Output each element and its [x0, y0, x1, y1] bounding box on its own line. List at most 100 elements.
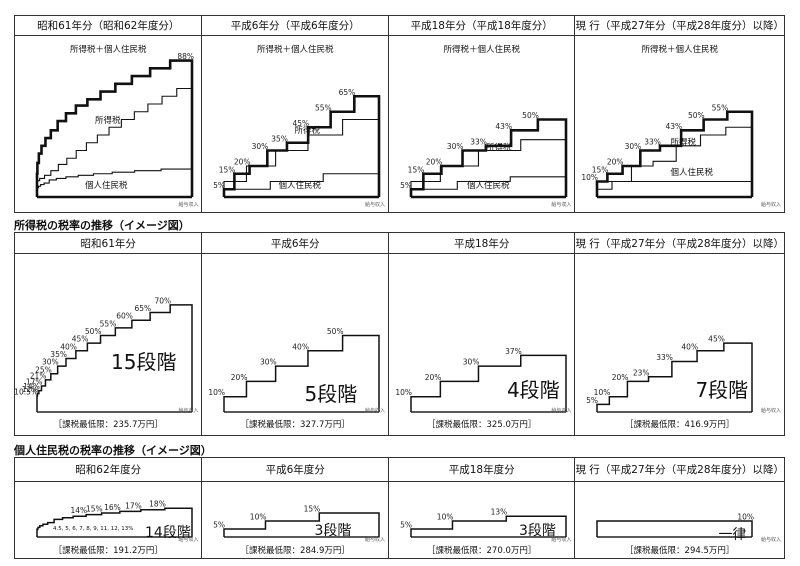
- panel: 現 行（平成27年分（平成28年度分）以降）10%15%20%30%33%43%…: [574, 16, 784, 212]
- tax-threshold: ［課税最低限：235.7万円］: [53, 420, 163, 430]
- rate-label: 45%: [72, 335, 89, 344]
- rate-label: 30%: [625, 142, 642, 151]
- axis-label: 給与収入: [364, 408, 385, 414]
- rate-label: 88%: [177, 52, 194, 61]
- panel-body: 10%20%30%40%50%5段階［課税最低限：327.7万円］給与収入: [202, 254, 387, 435]
- bracket-count: 一律: [718, 527, 747, 543]
- rate-label: 5%: [214, 521, 226, 530]
- panel-body: 88%所得税＋個人住民税所得税個人住民税給与収入: [15, 36, 201, 212]
- rate-label: 17%: [125, 501, 142, 510]
- rate-step-line: [36, 304, 193, 412]
- rate-label: 30%: [463, 358, 480, 367]
- rate-label: 5%: [587, 396, 599, 405]
- rate-label: 40%: [293, 342, 310, 351]
- income-tax-label: 所得税: [294, 126, 320, 136]
- panel-body: 10.5%12%14%17%21%25%30%35%40%45%50%55%60…: [15, 254, 201, 435]
- panel-header: 平成6年分（平成6年度分）: [202, 16, 388, 36]
- bracket-count: 5段階: [304, 382, 358, 406]
- panel-table-0: 昭和61年分（昭和62年度分） 88% 所得税＋個人住民税所得税個人住民税給与収入 平…: [14, 15, 785, 213]
- tax-threshold: ［課税最低限：191.2万円］: [53, 546, 163, 556]
- income-tax-label: 所得税: [670, 138, 696, 148]
- rate-label: 50%: [85, 327, 102, 336]
- rate-step-line: [223, 173, 381, 197]
- panel-body: 14%15%16%17%18%14段階［課税最低限：191.2万円］4.5, 5…: [15, 482, 201, 558]
- rate-label: 15%: [408, 165, 425, 174]
- panel-header: 現 行（平成27年分（平成28年度分）以降）: [575, 16, 784, 36]
- panel-body: 5%10%15%3段階［課税最低限：284.9万円］給与収入: [202, 482, 387, 558]
- step-chart: 10%20%30%37%: [395, 347, 567, 413]
- axis-label: 給与収入: [178, 537, 199, 543]
- rate-label: 45%: [709, 335, 726, 344]
- rate-label: 33%: [645, 137, 662, 146]
- rate-step-line: [596, 342, 754, 412]
- bracket-count: 14段階: [145, 525, 191, 541]
- panel: 平成18年分（平成18年度分）5%15%20%30%33%43%50%所得税＋個…: [387, 16, 575, 212]
- axis-label: 給与収入: [364, 537, 385, 543]
- rate-label: 17%: [26, 377, 43, 386]
- rate-label: 14%: [23, 382, 40, 391]
- rate-label: 5%: [400, 521, 412, 530]
- rate-step-line: [410, 515, 567, 537]
- rate-label: 25%: [35, 365, 52, 374]
- rate-label: 10.5%: [15, 387, 38, 396]
- step-chart: 10%20%30%40%50%: [209, 327, 381, 413]
- panel-header: 昭和61年分（昭和62年度分）: [15, 16, 202, 36]
- panel-body: 10%20%30%37%4段階［課税最低限：325.0万円］給与収入: [389, 254, 574, 435]
- panel-body: 10%一律［課税最低限：294.5万円］給与収入: [575, 482, 784, 558]
- panel-header: 昭和62年度分: [15, 458, 202, 482]
- panel: 昭和61年分（昭和62年度分）88%所得税＋個人住民税所得税個人住民税給与収入: [15, 16, 202, 212]
- panel-header: 平成18年分（平成18年度分）: [388, 16, 575, 36]
- tax-threshold: ［課税最低限：284.9万円］: [240, 546, 350, 556]
- rate-label: 20%: [612, 373, 629, 382]
- rate-label: 18%: [149, 500, 166, 509]
- rate-label: 10%: [437, 513, 454, 522]
- resident-tax-label: 個人住民税: [278, 181, 321, 191]
- rate-step-line: [410, 354, 567, 412]
- bracket-count: 7段階: [695, 378, 749, 402]
- rate-step-line: [36, 87, 193, 197]
- rate-label: 50%: [688, 111, 705, 120]
- section-title: 所得税の税率の推移（イメージ図）: [14, 219, 190, 232]
- step-chart: 5%10%13%: [400, 508, 567, 538]
- step-chart: 5%15%20%30%33%43%50%: [400, 111, 568, 199]
- panel-header: 昭和61年分: [15, 233, 202, 254]
- rate-step-line: [410, 176, 567, 197]
- step-chart: 5%10%20%23%33%40%45%: [587, 335, 754, 413]
- axis-label: 給与収入: [178, 202, 199, 208]
- rate-label: 65%: [339, 88, 356, 97]
- rate-label: 10%: [250, 513, 267, 522]
- bracket-count: 3段階: [518, 523, 556, 539]
- rate-label: 15%: [86, 505, 103, 514]
- rate-label: 12%: [22, 385, 39, 394]
- panel-header: 平成6年度分: [202, 458, 388, 482]
- rate-label: 21%: [30, 371, 47, 380]
- resident-tax-label: 個人住民税: [466, 181, 510, 191]
- axis-label: 給与収入: [760, 202, 781, 208]
- rate-label: 20%: [425, 373, 442, 382]
- rate-step-line: [36, 168, 193, 197]
- rate-label: 10%: [594, 388, 611, 397]
- income-tax-label: 所得税: [485, 143, 512, 153]
- rate-label: 55%: [315, 103, 332, 112]
- panel-header: 現 行（平成27年分（平成28年度分）以降）: [575, 458, 784, 482]
- panel-header: 平成18年度分: [388, 458, 575, 482]
- step-chart: 10%15%20%30%33%43%50%55%: [582, 103, 754, 199]
- section-title: 個人住民税の税率の推移（イメージ図）: [14, 444, 212, 457]
- resident-tax-label: 個人住民税: [670, 168, 713, 178]
- rate-label: 10%: [395, 388, 412, 397]
- axis-label: 給与収入: [551, 408, 572, 414]
- rate-label: 43%: [666, 122, 683, 131]
- rate-label: 55%: [100, 319, 117, 328]
- tax-threshold: ［課税最低限：416.9万円］: [625, 420, 735, 430]
- rate-label: 33%: [470, 137, 487, 146]
- rate-label: 50%: [522, 111, 539, 120]
- chart-subtitle: 所得税＋個人住民税: [69, 45, 147, 55]
- rate-step-line: [223, 94, 381, 197]
- rate-step-line: [596, 520, 754, 537]
- rate-label: 20%: [234, 158, 251, 167]
